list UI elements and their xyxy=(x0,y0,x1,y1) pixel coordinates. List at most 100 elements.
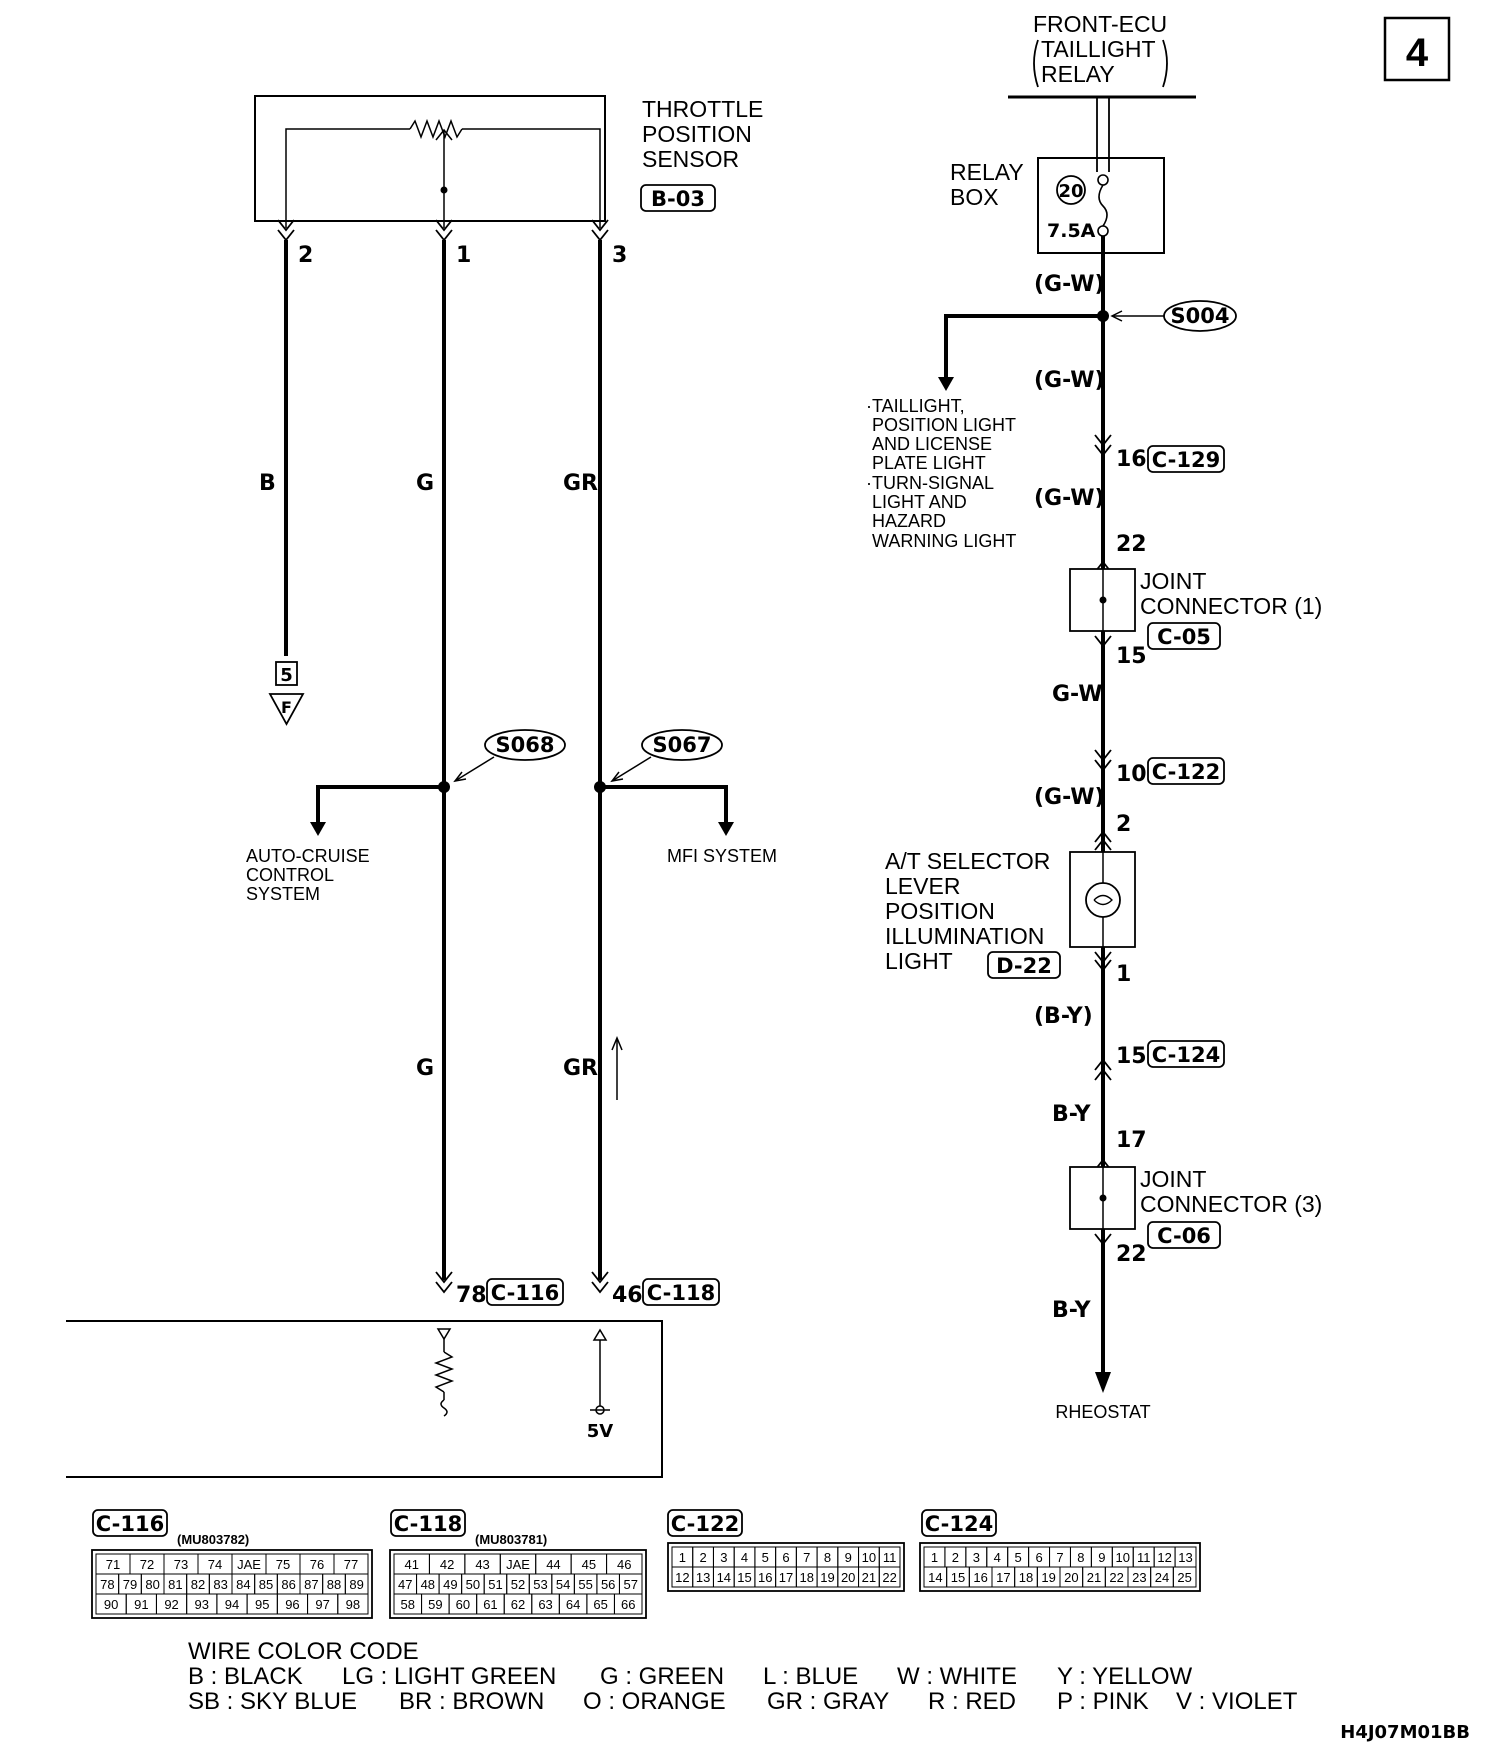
connector-pin-cell: JAE xyxy=(506,1557,530,1572)
connector-pin-cell: 18 xyxy=(1019,1570,1033,1585)
legend-black: B : BLACK xyxy=(188,1663,303,1690)
c122-pin: 10 xyxy=(1116,762,1147,787)
connector-pin-cell: 13 xyxy=(696,1570,710,1585)
connector-pin-cell: 3 xyxy=(973,1550,980,1565)
connector-pin-cell: 94 xyxy=(225,1597,239,1612)
connector-pin-cell: 7 xyxy=(803,1550,810,1565)
wire-color-b: B xyxy=(259,471,276,496)
connector-pin-cell: 59 xyxy=(428,1597,442,1612)
connector-pin-cell: 11 xyxy=(883,1550,897,1565)
connector-pin-cell: 8 xyxy=(824,1550,831,1565)
connector-c05: C-05 xyxy=(1157,625,1211,649)
wire-color-g-upper: G xyxy=(416,471,434,496)
connector-c116-tag: C-116 xyxy=(491,1281,559,1305)
connector-pin-cell: 65 xyxy=(593,1597,607,1612)
connector-pin-cell: 48 xyxy=(421,1577,435,1592)
sensor-pin-chevrons xyxy=(277,219,609,242)
at-pin-out: 1 xyxy=(1116,962,1131,987)
connector-pin-cell: 53 xyxy=(533,1577,547,1592)
connector-c122-tag: C-122 xyxy=(1152,760,1220,784)
connector-pin-cell: 88 xyxy=(327,1577,341,1592)
connector-pin-cell: 19 xyxy=(820,1570,834,1585)
connector-pin-cell: 2 xyxy=(699,1550,706,1565)
legend-title: WIRE COLOR CODE xyxy=(188,1638,419,1665)
connector-pin-cell: 4 xyxy=(741,1550,748,1565)
connector-pin-cell: 14 xyxy=(717,1570,731,1585)
at-pin-in: 2 xyxy=(1116,812,1131,837)
pin-46: 46 xyxy=(612,1283,643,1308)
c124-pin: 15 xyxy=(1116,1044,1147,1069)
connector-pin-cell: 47 xyxy=(398,1577,412,1592)
splice-s004: S004 xyxy=(1171,304,1230,328)
connector-pin-cell: 3 xyxy=(720,1550,727,1565)
connector-pin-cell: 10 xyxy=(862,1550,876,1565)
connector-pin-cell: 5 xyxy=(762,1550,769,1565)
connector-pin-cell: 9 xyxy=(1098,1550,1105,1565)
splice-tag-s004 xyxy=(1163,300,1237,332)
wire-color-by-1: (B-Y) xyxy=(1034,1004,1093,1029)
branch-label-1: ·TAILLIGHT, xyxy=(866,396,965,416)
figure-code: H4J07M01BB xyxy=(1340,1722,1470,1743)
connector-pin-cell: 50 xyxy=(466,1577,480,1592)
connector-pin-cell: 17 xyxy=(996,1570,1010,1585)
connector-pin-cell: 19 xyxy=(1041,1570,1055,1585)
fuse-rating: 7.5A xyxy=(1047,220,1096,242)
pin-2: 2 xyxy=(298,243,313,268)
connector-pin-cell: 83 xyxy=(213,1577,227,1592)
connector-pin-cell: 93 xyxy=(195,1597,209,1612)
connector-pin-cell: 45 xyxy=(582,1557,596,1572)
connector-pin-cell: 14 xyxy=(928,1570,942,1585)
legend-brown: BR : BROWN xyxy=(399,1688,544,1715)
page-number-box: 4 xyxy=(1383,16,1451,82)
branch-label-3: AND LICENSE xyxy=(872,434,992,454)
connector-pin-cell: 6 xyxy=(782,1550,789,1565)
connector-pin-cell: 73 xyxy=(174,1557,188,1572)
connector-pin-cell: 66 xyxy=(621,1597,635,1612)
wire-color-by-3: B-Y xyxy=(1052,1298,1092,1323)
connector-pin-cell: 89 xyxy=(349,1577,363,1592)
connector-pin-cell: 60 xyxy=(456,1597,470,1612)
connector-pin-cell: 7 xyxy=(1056,1550,1063,1565)
branch-label-4: PLATE LIGHT xyxy=(872,453,986,473)
page-number: 4 xyxy=(1406,31,1429,75)
connector-pin-cell: 79 xyxy=(123,1577,137,1592)
jc3-pin-in: 17 xyxy=(1116,1128,1147,1153)
connector-pin-cell: 78 xyxy=(100,1577,114,1592)
connector-pin-cell: 77 xyxy=(344,1557,358,1572)
connector-pin-cell: 6 xyxy=(1035,1550,1042,1565)
connector-pin-cell: 49 xyxy=(443,1577,457,1592)
connector-pin-cell: 46 xyxy=(617,1557,631,1572)
connector-pin-cell: 43 xyxy=(475,1557,489,1572)
sensor-label-3: SENSOR xyxy=(642,146,739,172)
connector-pin-cell: 96 xyxy=(285,1597,299,1612)
connector-pin-cell: 84 xyxy=(236,1577,250,1592)
c129-chevrons xyxy=(1094,434,1112,457)
jc3-label-1: JOINT xyxy=(1140,1166,1206,1192)
connector-pin-cell: 92 xyxy=(164,1597,178,1612)
mfi-system-label: MFI SYSTEM xyxy=(667,846,777,866)
connector-tag-b03 xyxy=(640,184,716,212)
connector-pin-cell: 80 xyxy=(145,1577,159,1592)
splice-s068: S068 xyxy=(496,733,555,757)
connector-part-c116: (MU803782) xyxy=(177,1532,249,1547)
at-label-3: POSITION xyxy=(885,898,995,924)
legend-light-green: LG : LIGHT GREEN xyxy=(342,1663,556,1690)
connector-pin-cell: 4 xyxy=(994,1550,1001,1565)
wire-color-gr-lower: GR xyxy=(563,1056,598,1081)
connector-pin-cell: JAE xyxy=(237,1557,261,1572)
branch-label-5: ·TURN-SIGNAL xyxy=(866,473,994,493)
potentiometer-icon xyxy=(409,118,463,140)
connector-face-name-c124: C-124 xyxy=(925,1512,993,1536)
current-direction-arrow xyxy=(611,1036,623,1100)
connector-pin-cell: 24 xyxy=(1155,1570,1169,1585)
connector-pin-cell: 75 xyxy=(276,1557,290,1572)
connector-pin-cell: 51 xyxy=(488,1577,502,1592)
branch-label-7: HAZARD xyxy=(872,511,946,531)
legend-gray: GR : GRAY xyxy=(767,1688,889,1715)
connector-pin-cell: 63 xyxy=(538,1597,552,1612)
connector-pin-cell: 21 xyxy=(862,1570,876,1585)
connector-pin-cell: 86 xyxy=(281,1577,295,1592)
connector-pin-cell: 76 xyxy=(310,1557,324,1572)
